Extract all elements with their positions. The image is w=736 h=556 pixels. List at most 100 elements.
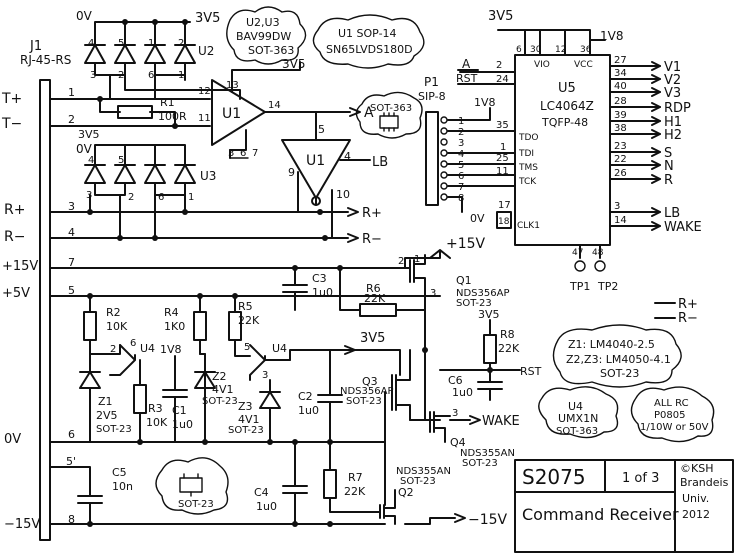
u5-pin-number: 14 [614, 215, 627, 226]
svg-text:0V: 0V [76, 142, 93, 156]
svg-text:4: 4 [88, 155, 94, 166]
u5-pin-number: 23 [614, 141, 627, 152]
resistor-r4 [193, 311, 207, 341]
svg-text:22K: 22K [238, 314, 260, 327]
svg-text:U4: U4 [272, 342, 287, 355]
svg-text:3: 3 [458, 138, 464, 149]
svg-text:36: 36 [580, 45, 592, 55]
svg-text:4: 4 [88, 38, 94, 49]
svg-text:3V5: 3V5 [78, 128, 100, 141]
svg-text:SOT-23: SOT-23 [346, 396, 382, 407]
note-cloud-zeners: Z1: LM4040-2.5 Z2,Z3: LM4050-4.1 SOT-23 [552, 324, 682, 388]
svg-text:1V8: 1V8 [160, 343, 182, 356]
resistor-r1: R1 100R [117, 96, 187, 123]
svg-text:SOT-23: SOT-23 [228, 425, 264, 436]
svg-text:Z1: Z1 [98, 395, 113, 408]
pin-num-3: 3 [68, 200, 75, 213]
svg-text:1u0: 1u0 [452, 386, 473, 399]
pin-label-m15v: −15V [4, 517, 40, 532]
svg-text:1: 1 [178, 70, 184, 81]
tp1-label: TP1 [569, 280, 590, 293]
svg-text:3: 3 [452, 408, 458, 419]
svg-text:SOT-23: SOT-23 [462, 458, 498, 469]
svg-text:13: 13 [226, 80, 239, 91]
drawing-number: S2075 [522, 465, 586, 489]
u5-signal-wake: WAKE [664, 220, 702, 235]
u5-pin-arrow [651, 129, 661, 139]
q1-part: NDS356AP [456, 288, 510, 299]
u5-signal-lb: LB [664, 206, 680, 221]
rminus-net-label: R− [678, 311, 698, 326]
pin-label-p5v: +5V [2, 286, 30, 301]
u5-pin-number: 22 [614, 154, 627, 165]
svg-text:3: 3 [90, 70, 96, 81]
u5-part: LC4064Z [540, 99, 594, 113]
svg-text:10K: 10K [106, 320, 128, 333]
svg-text:7: 7 [252, 148, 258, 159]
resistor-r3 [133, 384, 147, 414]
pin-label-tminus: T− [1, 116, 22, 132]
svg-text:C6: C6 [448, 374, 463, 387]
svg-text:Brandeis: Brandeis [680, 476, 729, 489]
junctions [87, 96, 493, 527]
svg-text:24: 24 [496, 74, 509, 85]
svg-text:11: 11 [496, 166, 509, 177]
pin-label-p15v: +15V [2, 259, 38, 274]
signal-a-label: A [364, 105, 374, 121]
svg-text:6: 6 [158, 192, 164, 203]
svg-text:Q3: Q3 [362, 375, 378, 388]
svg-text:10n: 10n [112, 480, 133, 493]
svg-text:ALL RC: ALL RC [654, 398, 689, 409]
regulator-section: R2 10K R4 1K0 R5 22K U4 62 Z1 2V5 SOT-23… [79, 295, 385, 443]
svg-text:P0805: P0805 [654, 410, 685, 421]
svg-text:R6: R6 [366, 282, 381, 295]
svg-text:UMX1N: UMX1N [558, 412, 598, 425]
svg-text:SOT-363: SOT-363 [248, 44, 294, 57]
u5-pin-arrow [651, 147, 661, 157]
reg-3v5: 3V5 [360, 331, 385, 346]
p1-1v8: 1V8 [474, 96, 496, 109]
svg-text:3V5: 3V5 [488, 9, 513, 24]
svg-text:2: 2 [118, 70, 124, 81]
svg-text:SOT-23: SOT-23 [202, 396, 238, 407]
svg-text:NDS356AP: NDS356AP [340, 386, 394, 397]
svg-text:5: 5 [118, 38, 124, 49]
connector-type: RJ-45-RS [20, 53, 71, 67]
resistor-r2 [83, 311, 97, 341]
rminus-out-label: R− [362, 232, 382, 247]
svg-text:C5: C5 [112, 466, 127, 479]
u5-body [514, 54, 611, 246]
u1-ref-bottom: U1 [306, 153, 325, 169]
svg-text:NDS355AN: NDS355AN [396, 466, 451, 477]
svg-text:SOT-363: SOT-363 [370, 103, 412, 114]
svg-text:7: 7 [458, 182, 464, 193]
svg-text:3: 3 [228, 148, 234, 159]
svg-text:TDO: TDO [518, 133, 539, 143]
svg-text:5: 5 [318, 123, 325, 136]
svg-text:3V5: 3V5 [478, 308, 500, 321]
note-cloud-sot363: SOT-363 [355, 91, 423, 139]
note-cloud-rc: ALL RC P0805 1/10W or 50V [630, 386, 715, 443]
svg-text:2012: 2012 [682, 508, 710, 521]
svg-text:SOT-23: SOT-23 [178, 499, 214, 510]
svg-text:SOT-23: SOT-23 [400, 476, 436, 487]
svg-text:12: 12 [555, 45, 566, 55]
u5-signal-h2: H2 [664, 128, 682, 143]
u5-signal-h1: H1 [664, 115, 682, 130]
negative-supply-section: C5 10n C4 1u0 R7 22K NDS355AN SOT-23 Q2 … [77, 441, 508, 528]
svg-text:R7: R7 [348, 471, 363, 484]
q1-section: +15V 23 1 Q1 NDS356AP SOT-23 R6 22K C3 1… [282, 236, 510, 421]
header-p1: P1 SIP-8 12 34 56 78 1V8 0V [418, 75, 516, 225]
note-cloud-u4: U4 UMX1N SOT-363 [538, 386, 619, 439]
svg-text:BAV99DW: BAV99DW [236, 30, 291, 43]
svg-text:35: 35 [496, 120, 509, 131]
svg-text:1: 1 [414, 254, 420, 265]
q1-ref: Q1 [456, 274, 472, 287]
svg-text:11: 11 [198, 113, 211, 124]
u5-signal-n: N [664, 159, 674, 174]
svg-text:SN65LVDS180D: SN65LVDS180D [326, 43, 413, 56]
pin-label-tplus: T+ [1, 91, 22, 107]
u5-pin-number: 38 [614, 123, 627, 134]
